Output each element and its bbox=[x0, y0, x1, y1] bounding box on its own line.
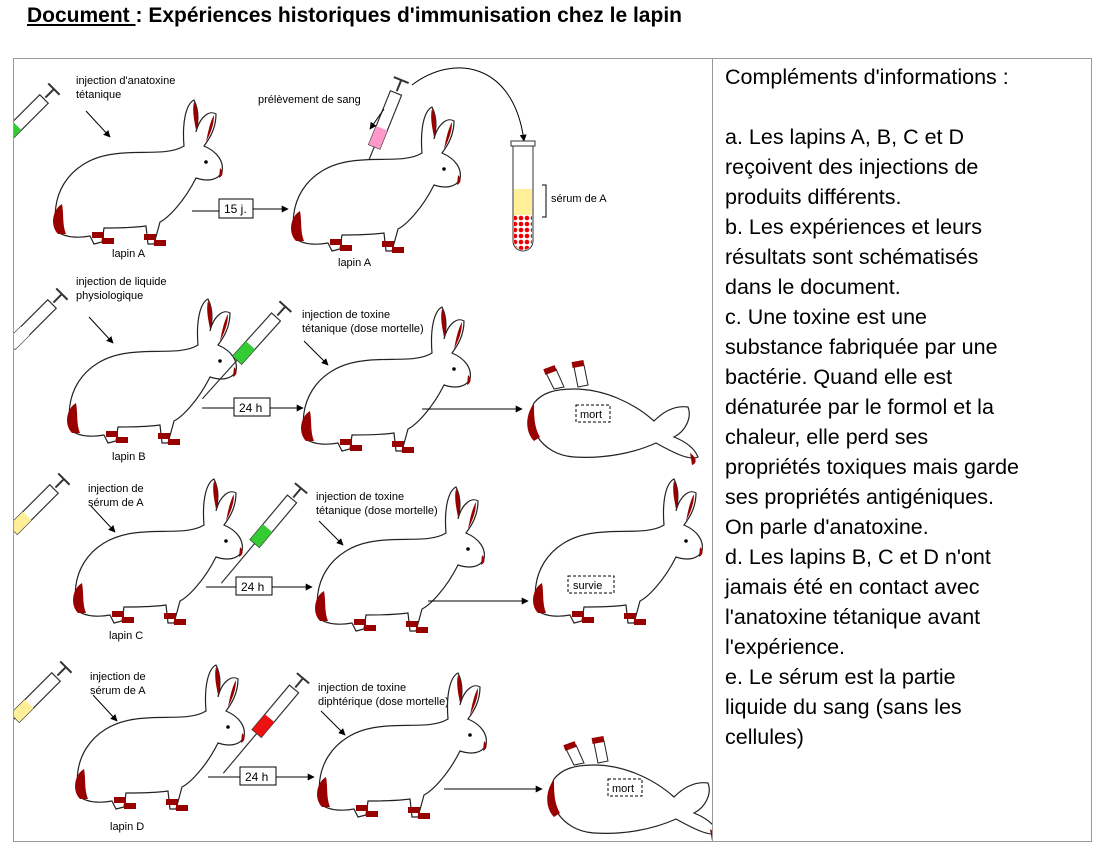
row-d-delay: 24 h bbox=[245, 770, 268, 784]
row-d-injection-label-1: injection de bbox=[90, 671, 146, 683]
row-c: injection de sérum de A lapin C 24 h inj… bbox=[0, 472, 704, 642]
row-d-injection-label-2: sérum de A bbox=[90, 685, 146, 697]
row-d: injection de sérum de A lapin D 24 h inj… bbox=[0, 660, 719, 842]
row-a: injection d'anatoxine tétanique lapin A … bbox=[0, 67, 607, 269]
row-c-delay: 24 h bbox=[241, 580, 264, 594]
row-c-toxin-syringe bbox=[220, 482, 308, 584]
info-line: dénaturée par le formol et la bbox=[725, 395, 994, 419]
row-d-toxin-label-1: injection de toxine bbox=[318, 682, 406, 694]
row-c-toxin-label-2: tétanique (dose mortelle) bbox=[316, 505, 438, 517]
info-line: cellules) bbox=[725, 725, 804, 749]
row-b-result: mort bbox=[580, 409, 602, 421]
row-d-result: mort bbox=[612, 783, 634, 795]
info-line: dans le document. bbox=[725, 275, 901, 299]
rabbit-c-label: lapin C bbox=[109, 630, 143, 642]
row-a-injection-label-2: tétanique bbox=[76, 89, 121, 101]
row-d-toxin-label-2: diphtérique (dose mortelle) bbox=[318, 696, 449, 708]
info-line: produits différents. bbox=[725, 185, 902, 209]
row-b-toxin-label-2: tétanique (dose mortelle) bbox=[302, 323, 424, 335]
row-c-toxin-fill bbox=[250, 524, 273, 548]
document-title: Document : Expériences historiques d'imm… bbox=[27, 4, 682, 28]
info-line: liquide du sang (sans les bbox=[725, 695, 962, 719]
row-b-toxin-label-1: injection de toxine bbox=[302, 309, 390, 321]
info-heading: Compléments d'informations : bbox=[725, 65, 1009, 89]
row-b-toxin-syringe bbox=[201, 300, 292, 400]
row-b-injection-label-1: injection de liquide bbox=[76, 276, 167, 288]
row-c-injection-label-2: sérum de A bbox=[88, 497, 144, 509]
row-d-toxin-fill bbox=[252, 714, 275, 738]
info-line: chaleur, elle perd ses bbox=[725, 425, 929, 449]
rabbit-d-label: lapin D bbox=[110, 821, 144, 833]
row-d-syringe bbox=[0, 660, 73, 759]
info-line: b. Les expériences et leurs bbox=[725, 215, 982, 239]
row-b: injection de liquide physiologique lapin… bbox=[0, 276, 699, 466]
serum-fill bbox=[514, 189, 532, 215]
row-c-injection-label-1: injection de bbox=[88, 483, 144, 495]
rabbit-a-label-1: lapin A bbox=[112, 248, 146, 260]
rabbit-b-dead bbox=[526, 359, 699, 466]
rabbit-d-2 bbox=[316, 672, 488, 820]
info-line: ses propriétés antigéniques. bbox=[725, 485, 994, 509]
prelevement-syringe-fill bbox=[368, 125, 388, 150]
info-line: c. Une toxine est une bbox=[725, 305, 927, 329]
column-divider bbox=[712, 58, 713, 842]
info-line: l'anatoxine tétanique avant bbox=[725, 605, 981, 629]
info-line: propriétés toxiques mais garde bbox=[725, 455, 1019, 479]
row-a-injection-label-1: injection d'anatoxine bbox=[76, 75, 175, 87]
prelevement-label: prélèvement de sang bbox=[258, 94, 361, 106]
title-rest: : Expériences historiques d'immunisation… bbox=[135, 4, 682, 27]
title-prefix: Document bbox=[27, 4, 136, 27]
row-b-syringe bbox=[0, 287, 69, 386]
rabbit-b-label: lapin B bbox=[112, 451, 146, 463]
info-lines: a. Les lapins A, B, C et D reçoivent des … bbox=[725, 122, 1087, 752]
info-line: substance fabriquée par une bbox=[725, 335, 998, 359]
info-spacer bbox=[725, 92, 1087, 122]
rabbit-a-label-2: lapin A bbox=[338, 257, 372, 269]
row-a-syringe bbox=[0, 82, 61, 181]
info-line: e. Le sérum est la partie bbox=[725, 665, 956, 689]
rabbit-a-1 bbox=[52, 99, 224, 247]
row-a-delay: 15 j. bbox=[224, 202, 247, 216]
serum-label: sérum de A bbox=[551, 193, 607, 205]
row-d-syringe-fill bbox=[10, 699, 34, 723]
row-b-injection-label-2: physiologique bbox=[76, 290, 143, 302]
info-line: bactérie. Quand elle est bbox=[725, 365, 953, 389]
document-frame bbox=[13, 58, 1092, 842]
info-line: résultats sont schématisés bbox=[725, 245, 979, 269]
row-d-toxin-syringe bbox=[222, 672, 310, 774]
info-line: a. Les lapins A, B, C et D bbox=[725, 125, 965, 149]
row-c-syringe-fill bbox=[8, 511, 32, 535]
rabbit-c-survivor bbox=[532, 478, 704, 626]
info-panel: Compléments d'informations : a. Les lapi… bbox=[725, 62, 1087, 752]
row-b-delay: 24 h bbox=[239, 401, 262, 415]
info-line: l'expérience. bbox=[725, 635, 846, 659]
row-c-syringe bbox=[0, 472, 71, 571]
prelevement-syringe bbox=[357, 76, 410, 186]
info-line: reçoivent des injections de bbox=[725, 155, 979, 179]
info-line: jamais été en contact avec bbox=[725, 575, 980, 599]
experiment-diagram: injection d'anatoxine tétanique lapin A … bbox=[0, 59, 719, 842]
info-line: On parle d'anatoxine. bbox=[725, 515, 929, 539]
row-b-toxin-fill bbox=[232, 341, 256, 365]
info-line: d. Les lapins B, C et D n'ont bbox=[725, 545, 991, 569]
row-c-result: survie bbox=[573, 580, 602, 592]
row-c-toxin-label-1: injection de toxine bbox=[316, 491, 404, 503]
serum-tube bbox=[510, 140, 536, 252]
